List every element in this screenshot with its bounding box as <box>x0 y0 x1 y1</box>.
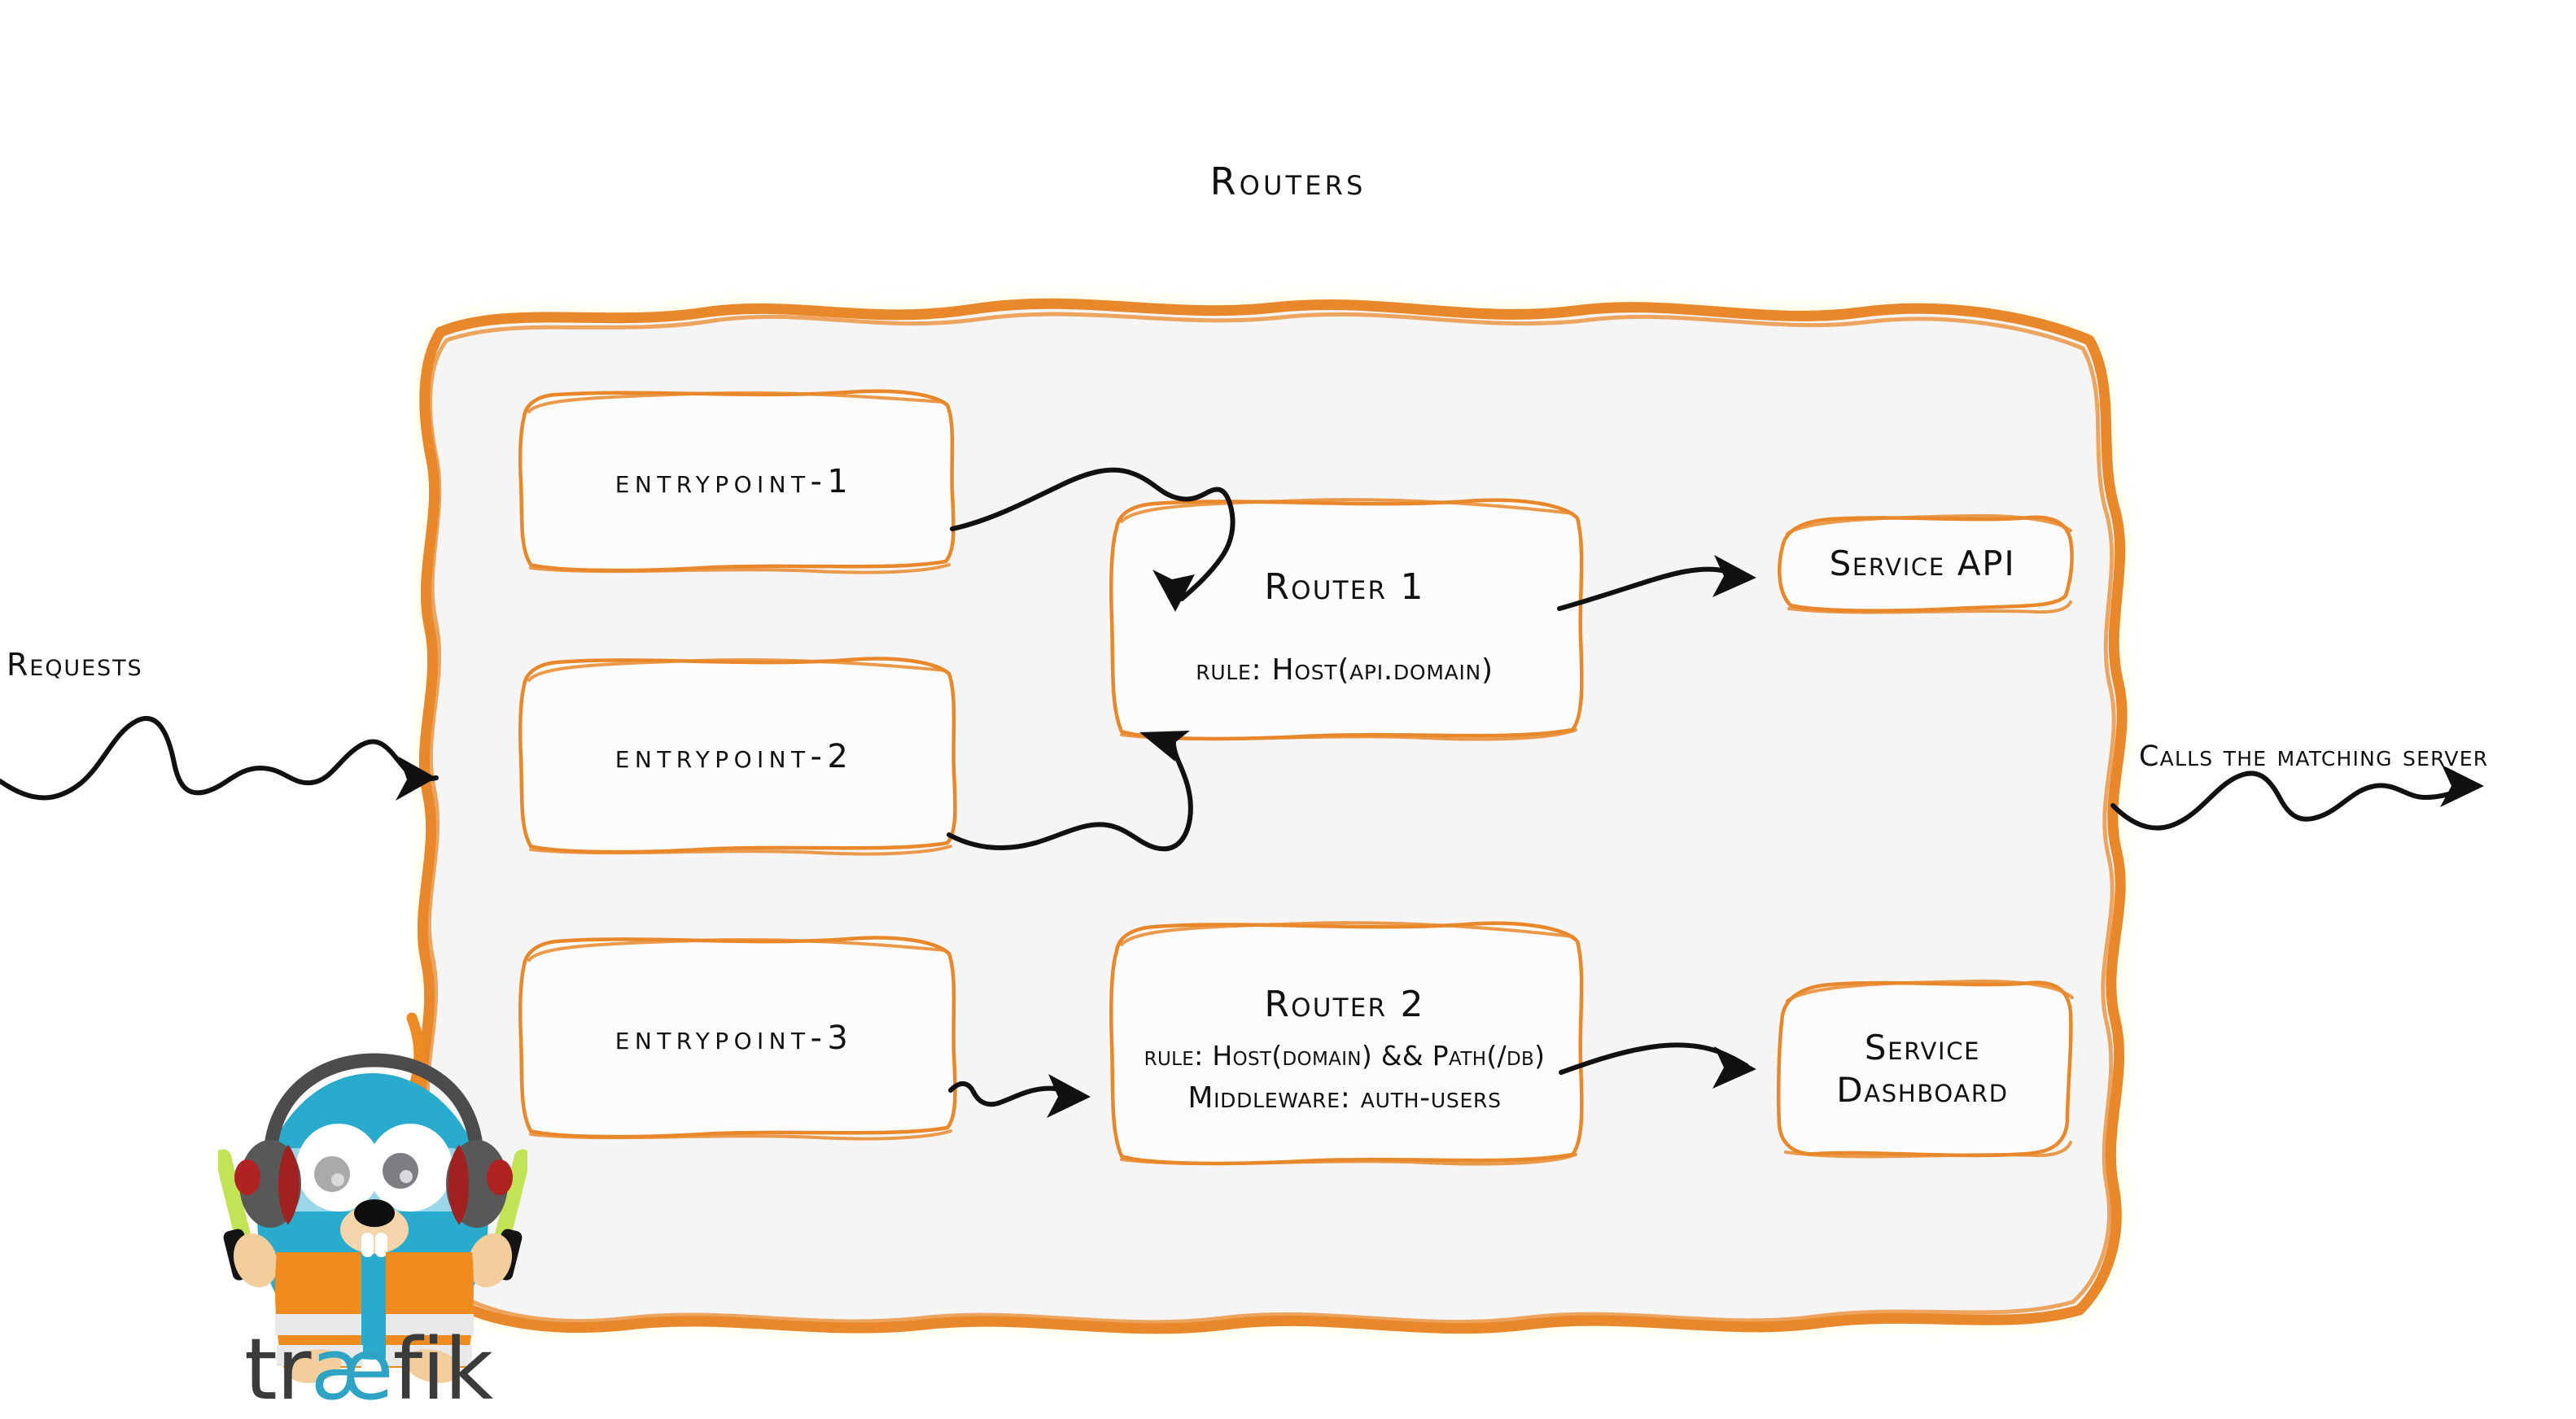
calls-the-matching-server-label: Calls the matching server <box>2139 740 2489 773</box>
traefik-wordmark: træfik <box>244 1320 494 1419</box>
calls-arrow-path <box>2110 771 2475 831</box>
traefik-gopher-logo <box>218 1012 527 1383</box>
service-api-outline <box>1778 513 2074 614</box>
vest-stripe-left-1 <box>275 1314 361 1335</box>
gopher-arm-left <box>233 1233 278 1288</box>
vest-stripe-right-1 <box>386 1314 474 1335</box>
gopher-nose <box>354 1199 395 1227</box>
gopher-foot-left <box>286 1349 342 1383</box>
wordmark-part1: tr <box>244 1320 312 1419</box>
safety-vest-left <box>275 1252 361 1368</box>
headphone-pad-right <box>448 1145 469 1225</box>
headphone-band <box>263 1053 484 1162</box>
requests-label: Requests <box>7 647 143 683</box>
router-1-box[interactable]: Router 1 rule: Host(api.domain) <box>1100 492 1589 751</box>
gopher-tooth-right <box>375 1233 387 1257</box>
entrypoint-2-outline <box>518 657 957 856</box>
safety-vest-right <box>386 1252 474 1368</box>
page-title: Routers <box>1209 159 1367 203</box>
router-2-outline <box>1109 921 1584 1166</box>
requests-arrow-path <box>0 716 439 801</box>
service-api-box[interactable]: Service API <box>1768 511 2077 617</box>
wordmark-ae-ligature: æ <box>310 1320 393 1419</box>
service-dashboard-outline <box>1776 979 2074 1159</box>
entrypoint-1-outline <box>518 389 956 574</box>
entrypoint-3-outline <box>518 936 957 1141</box>
gopher-pupil-left <box>314 1156 350 1192</box>
router-1-outline <box>1109 498 1584 741</box>
wordmark-part2: fik <box>392 1320 494 1419</box>
entrypoint-2-box[interactable]: entrypoint-2 <box>506 651 962 862</box>
gopher-foot-right <box>405 1349 461 1383</box>
headphone-outer-left <box>234 1159 260 1195</box>
entrypoint-1-box[interactable]: entrypoint-1 <box>506 384 962 579</box>
antenna <box>406 1012 425 1089</box>
gopher-tooth-left <box>361 1233 374 1257</box>
entrypoint-3-box[interactable]: entrypoint-3 <box>506 929 962 1147</box>
gopher-pupil-right <box>383 1153 418 1189</box>
headphone-outer-right <box>487 1159 513 1195</box>
service-dashboard-box[interactable]: Service Dashboard <box>1768 975 2077 1164</box>
gopher-eye-glint-left <box>331 1173 344 1186</box>
gopher-arm-right <box>467 1233 513 1288</box>
headphone-pad-left <box>278 1145 300 1225</box>
router-2-box[interactable]: Router 2 rule: Host(domain) && Path(/db)… <box>1100 915 1589 1176</box>
gopher-eye-glint-right <box>400 1170 413 1183</box>
